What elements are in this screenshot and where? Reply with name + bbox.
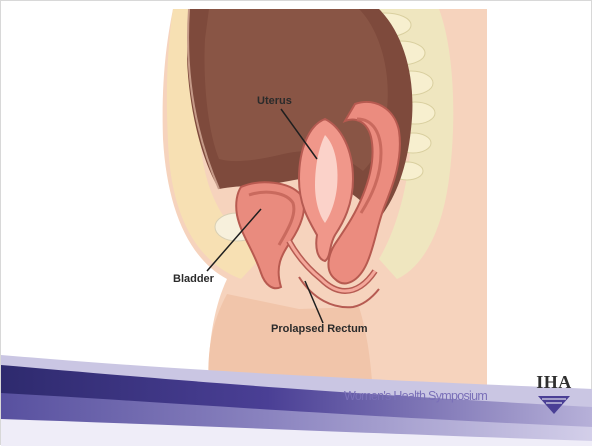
iha-logo-emblem-icon xyxy=(536,394,572,416)
prolapsed-rectum-label: Prolapsed Rectum xyxy=(271,323,368,335)
womens-health-symposium-text: Women's Health Symposium xyxy=(344,389,487,403)
iha-logo: IHA xyxy=(536,372,572,416)
bladder-label: Bladder xyxy=(173,273,214,285)
uterus-label: Uterus xyxy=(257,95,292,107)
footer-wave-decoration xyxy=(1,341,592,446)
iha-logo-text: IHA xyxy=(536,372,572,393)
